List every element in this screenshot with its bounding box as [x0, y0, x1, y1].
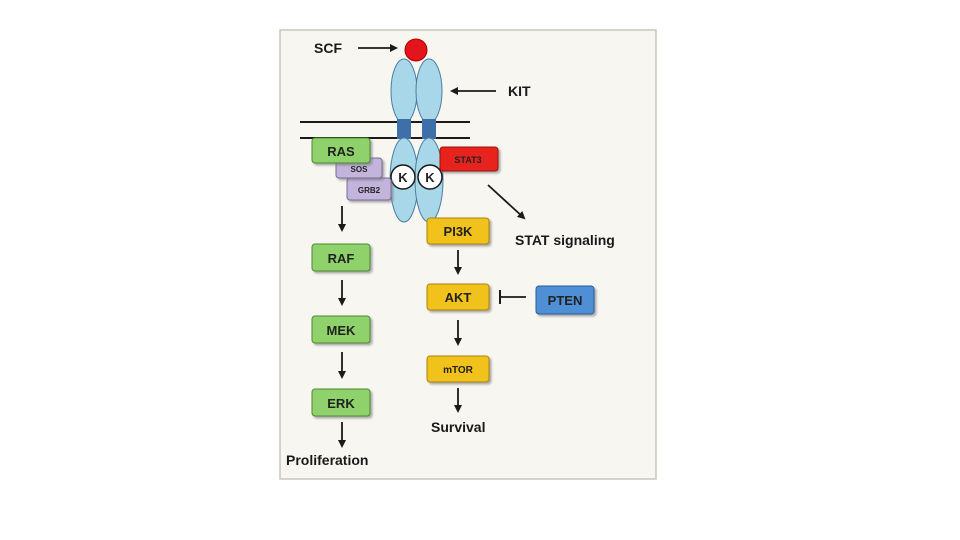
pi3k-box: [426, 217, 490, 245]
scf-ligand: [404, 38, 428, 62]
stat3-label: STAT3: [454, 155, 481, 165]
ras-label: RAS: [327, 144, 355, 159]
mek-label: MEK: [327, 323, 357, 338]
sos-label: SOS: [351, 165, 369, 174]
grb2-label: GRB2: [358, 186, 381, 195]
mtor-label: mTOR: [443, 365, 474, 376]
mek-box: [311, 315, 371, 344]
stat-signaling-label: STAT signaling: [515, 232, 615, 248]
stat3-box: [439, 146, 499, 172]
raf-label: RAF: [328, 251, 355, 266]
kit-label: KIT: [508, 83, 531, 99]
transmembrane-segment-right: [422, 119, 436, 139]
erk-box: [311, 388, 371, 417]
erk-label: ERK: [327, 396, 355, 411]
kinase-label-left: K: [398, 170, 408, 185]
kinase-domain-right: [417, 164, 443, 190]
pten-box: [535, 285, 595, 315]
stat3-arrow: [487, 184, 526, 220]
mtor-box: [426, 355, 490, 383]
kinase-label-right: K: [425, 170, 435, 185]
kinase-domain-left: [390, 164, 416, 190]
transmembrane-segment-left: [397, 119, 411, 139]
raf-box: [311, 243, 371, 272]
proliferation-label: Proliferation: [286, 452, 368, 468]
scf-label: SCF: [314, 40, 342, 56]
akt-box: [426, 283, 490, 311]
survival-label: Survival: [431, 419, 485, 435]
akt-label: AKT: [445, 290, 472, 305]
ras-box: [311, 137, 371, 164]
pten-label: PTEN: [548, 293, 583, 308]
pi3k-label: PI3K: [444, 224, 474, 239]
kit-receptor: [389, 58, 444, 223]
